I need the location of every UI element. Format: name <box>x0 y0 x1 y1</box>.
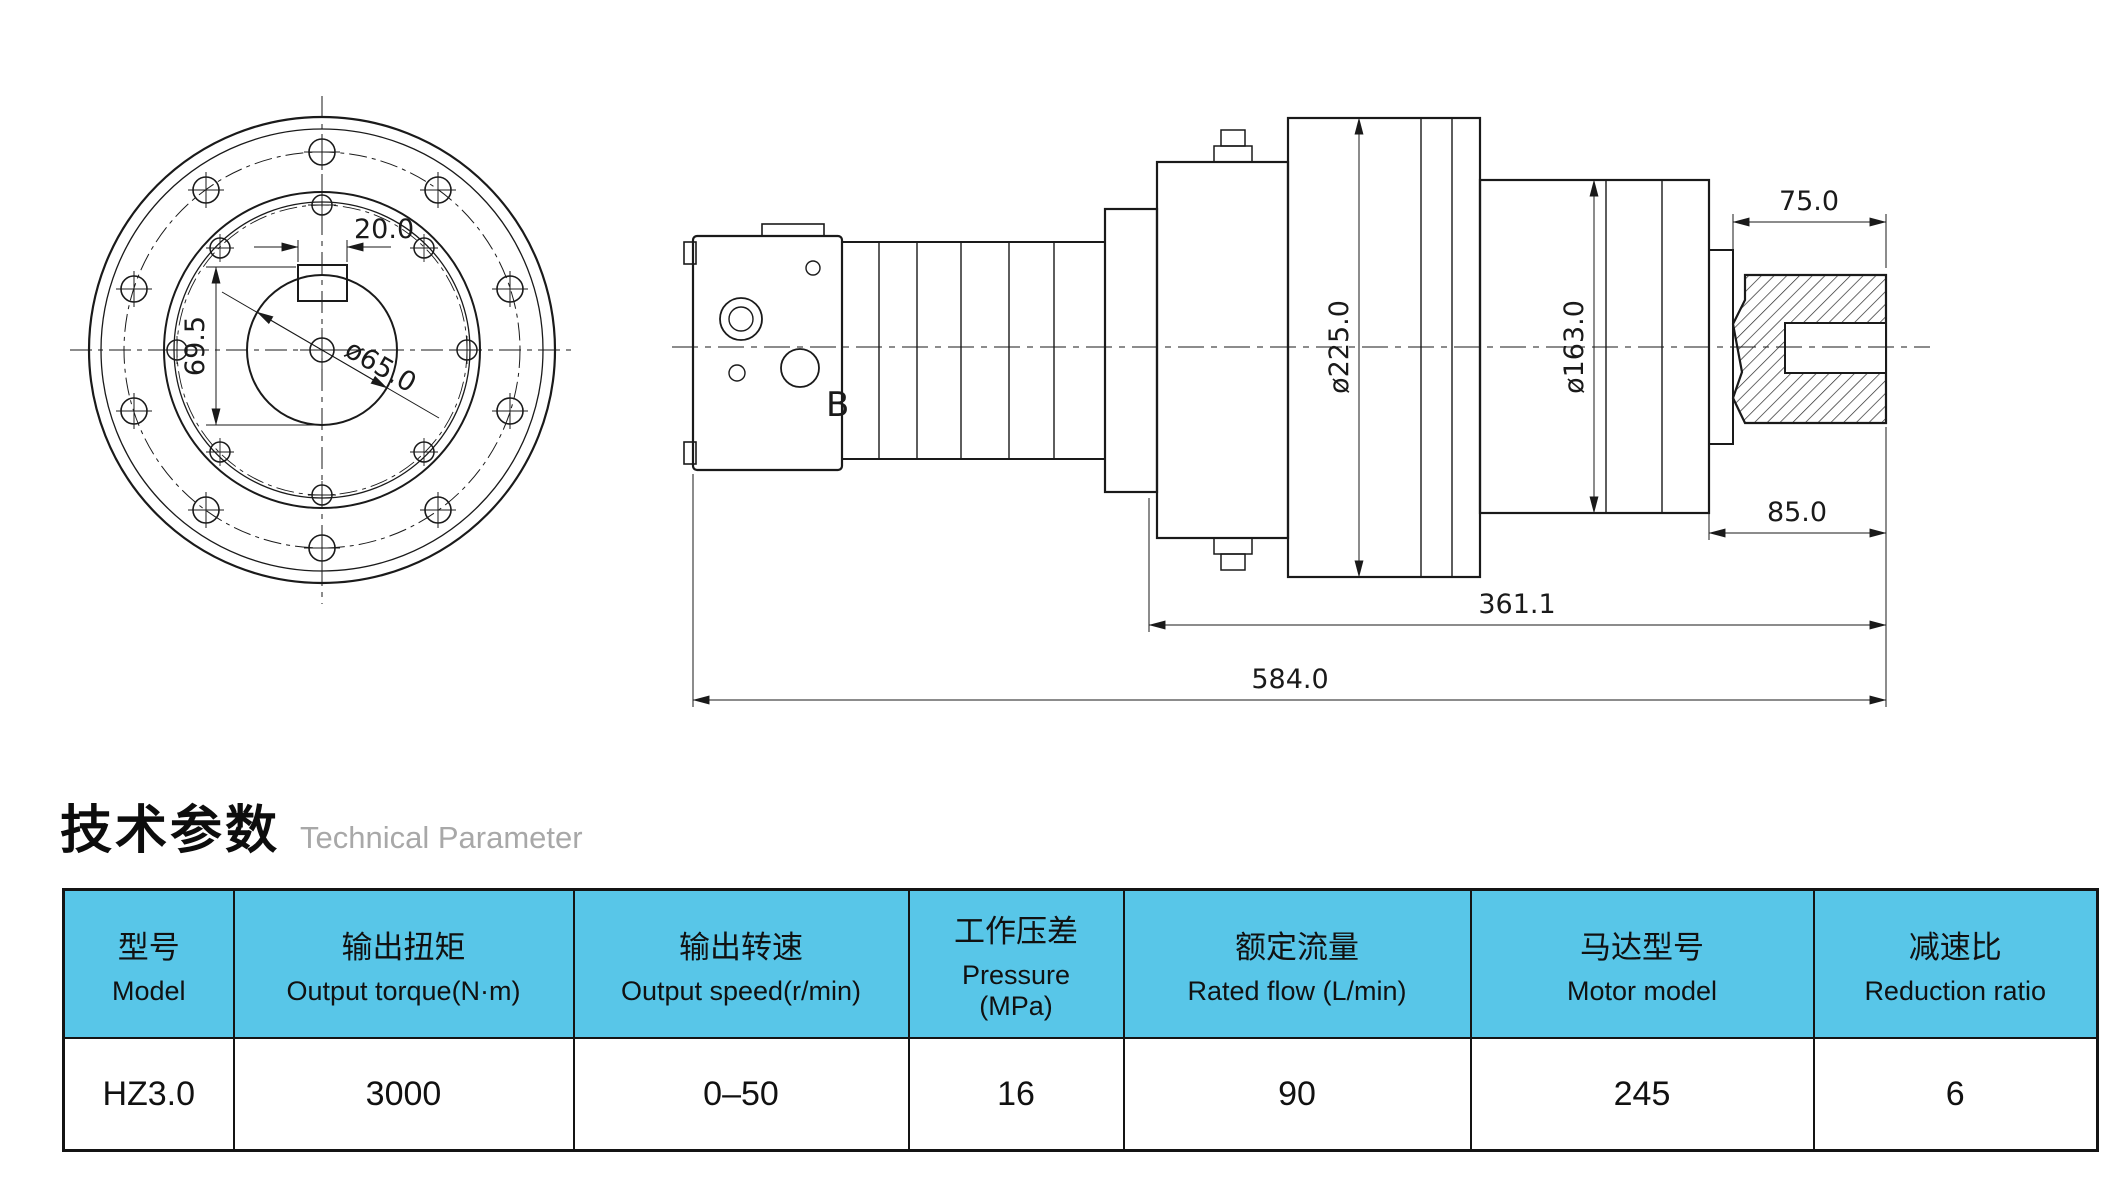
side-view-drawing: B <box>672 116 1930 707</box>
cell-model: HZ3.0 <box>62 1037 235 1152</box>
dim-shaft-extension-label: 75.0 <box>1779 186 1839 217</box>
cell-output-speed: 0–50 <box>572 1037 910 1152</box>
column-header-model: 型号 Model <box>62 888 235 1039</box>
front-view-drawing: 20.0 69.5 ø65.0 <box>70 96 575 604</box>
dim-total-length-label: 584.0 <box>1251 664 1328 695</box>
dim-keyway-width-label: 20.0 <box>354 214 414 245</box>
dim-height-label: 69.5 <box>180 316 211 376</box>
cell-reduction-ratio: 6 <box>1812 1037 2099 1152</box>
keyway <box>297 264 348 302</box>
motor-stack <box>841 241 1106 460</box>
column-header-pressure: 工作压差 Pressure (MPa) <box>907 888 1125 1039</box>
cell-motor-model: 245 <box>1469 1037 1815 1152</box>
section-title-en: Technical Parameter <box>300 820 583 855</box>
mounting-flange <box>1103 207 1159 494</box>
cell-rated-flow: 90 <box>1122 1037 1472 1152</box>
technical-drawing: 20.0 69.5 ø65.0 B <box>70 96 1930 707</box>
technical-parameter-table: 型号 Model 输出扭矩 Output torque(N·m) 输出转速 Ou… <box>62 888 2099 1152</box>
dim-motor-length-label: 361.1 <box>1478 589 1555 620</box>
section-title-zh: 技术参数 <box>60 802 281 860</box>
column-header-rated-flow: 额定流量 Rated flow (L/min) <box>1122 888 1472 1039</box>
table-row: HZ3.0 3000 0–50 16 90 245 6 <box>62 1037 2099 1152</box>
brake-housing <box>1155 129 1290 571</box>
dim-shaft-length-label: 85.0 <box>1767 497 1827 528</box>
column-header-reduction-ratio: 减速比 Reduction ratio <box>1812 888 2099 1039</box>
column-header-motor-model: 马达型号 Motor model <box>1469 888 1815 1039</box>
column-header-output-torque: 输出扭矩 Output torque(N·m) <box>232 888 575 1039</box>
cell-pressure: 16 <box>907 1037 1125 1152</box>
cell-output-torque: 3000 <box>232 1037 575 1152</box>
port-b-label: B <box>826 385 849 425</box>
header-row: 型号 Model 输出扭矩 Output torque(N·m) 输出转速 Ou… <box>62 888 2099 1039</box>
output-shaft <box>1731 273 1888 425</box>
column-header-output-speed: 输出转速 Output speed(r/min) <box>572 888 910 1039</box>
dim-housing-diameter-label: ø225.0 <box>1324 300 1355 394</box>
dim-hub-diameter-label: ø163.0 <box>1559 300 1590 394</box>
section-heading: 技术参数 Technical Parameter <box>60 788 583 863</box>
dim-bore-diameter-label: ø65.0 <box>340 334 422 399</box>
